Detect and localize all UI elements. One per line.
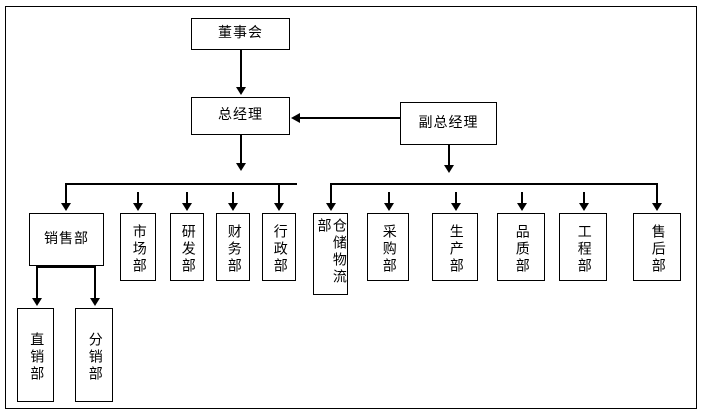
drop-to-sales xyxy=(65,183,67,205)
arrowhead-finance xyxy=(228,203,238,211)
connector-gm-to-left-bus xyxy=(240,135,242,165)
node-purchasing-department[interactable]: 采购部 xyxy=(367,213,409,281)
drop-to-distribution-sales xyxy=(94,266,96,300)
drop-to-marketing xyxy=(137,192,139,205)
arrowhead-production xyxy=(451,203,461,211)
arrowhead-sales xyxy=(61,203,71,211)
node-finance-department[interactable]: 财务部 xyxy=(216,213,250,281)
arrowhead-marketing xyxy=(133,203,143,211)
node-distribution-department[interactable]: 分销部 xyxy=(75,308,113,402)
arrowhead-gm-down xyxy=(236,163,246,171)
arrowhead-warehouse xyxy=(326,203,336,211)
node-direct-sales-department[interactable]: 直销部 xyxy=(17,308,54,402)
arrowhead-direct-sales xyxy=(32,298,42,306)
node-rnd-department[interactable]: 研发部 xyxy=(170,213,204,281)
drop-to-direct-sales xyxy=(36,266,38,300)
drop-to-finance xyxy=(232,192,234,205)
bus-right-group xyxy=(330,183,657,185)
node-marketing-department[interactable]: 市场部 xyxy=(120,213,156,281)
arrowhead-vgm-to-gm xyxy=(291,113,300,123)
node-warehouse-logistics-department[interactable]: 仓储物流部 xyxy=(313,213,348,295)
arrowhead-engineering xyxy=(579,203,589,211)
node-administration-department[interactable]: 行政部 xyxy=(262,213,296,281)
node-engineering-department[interactable]: 工程部 xyxy=(559,213,607,281)
node-deputy-general-manager[interactable]: 副总经理 xyxy=(400,102,497,145)
arrowhead-admin xyxy=(274,203,284,211)
bus-left-group xyxy=(65,183,297,185)
drop-to-admin xyxy=(278,183,280,205)
drop-to-quality xyxy=(521,192,523,205)
arrowhead-quality xyxy=(517,203,527,211)
node-quality-department[interactable]: 品质部 xyxy=(497,213,545,281)
node-sales-department[interactable]: 销售部 xyxy=(29,213,104,266)
connector-vgm-to-right-bus xyxy=(448,145,450,167)
connector-board-to-gm xyxy=(240,50,242,89)
drop-to-engineering xyxy=(583,192,585,205)
drop-to-rnd xyxy=(186,192,188,205)
node-board-of-directors[interactable]: 董事会 xyxy=(191,18,290,50)
connector-vgm-to-gm xyxy=(300,117,400,119)
arrowhead-distribution-sales xyxy=(90,298,100,306)
drop-to-production xyxy=(455,192,457,205)
arrowhead-rnd xyxy=(182,203,192,211)
arrowhead-aftersales xyxy=(652,203,662,211)
diagram-outer-border xyxy=(5,6,697,409)
drop-to-warehouse xyxy=(330,183,332,205)
node-general-manager[interactable]: 总经理 xyxy=(191,97,290,135)
node-aftersales-department[interactable]: 售后部 xyxy=(633,213,681,281)
arrowhead-vgm-down xyxy=(444,165,454,173)
arrowhead-board-to-gm xyxy=(236,87,246,95)
drop-to-purchasing xyxy=(388,192,390,205)
node-production-department[interactable]: 生产部 xyxy=(432,213,478,281)
drop-to-aftersales xyxy=(656,183,658,205)
arrowhead-purchasing xyxy=(384,203,394,211)
bus-sales-children xyxy=(36,266,94,268)
